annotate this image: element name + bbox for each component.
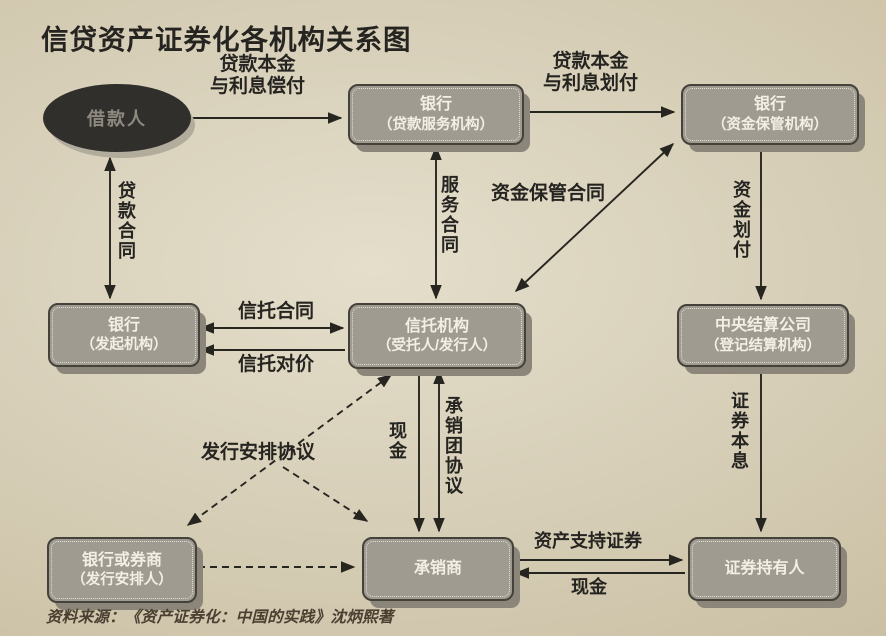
dashed-arrow-trust-arranger (186, 374, 393, 526)
node-loan-service-bank-subtitle: （贷款服务机构） (378, 116, 494, 133)
arrow-custody-contract (514, 143, 675, 292)
node-underwriter[interactable]: 承销商 (362, 537, 514, 601)
label-fund-transfer: 资金划付 (731, 180, 751, 260)
label-loan-transfer-line1: 贷款本金 (552, 51, 629, 72)
node-originator-bank-title: 银行 (107, 316, 140, 334)
label-loan-transfer: 贷款本金 与利息划付 (533, 51, 648, 96)
label-loan-transfer-line2: 与利息划付 (542, 73, 638, 95)
node-holders[interactable]: 证券持有人 (688, 537, 841, 601)
label-loan-repayment: 贷款本金 与利息偿付 (200, 54, 315, 99)
node-trust-title: 信托机构 (404, 317, 469, 335)
node-borrower-label: 借款人 (87, 109, 147, 129)
label-trust-consideration: 信托对价 (238, 354, 315, 375)
label-loan-repayment-line1: 贷款本金 (219, 54, 296, 75)
node-trust[interactable]: 信托机构 （受托人/发行人） (348, 303, 526, 369)
node-clearing-title: 中央结算公司 (714, 317, 811, 335)
node-custodian-bank[interactable]: 银行 （资金保管机构） (681, 84, 859, 145)
label-service-contract: 服务合同 (439, 175, 459, 255)
dashed-arrow-to-underwriter (282, 466, 369, 522)
node-custodian-bank-subtitle: （资金保管机构） (712, 116, 828, 133)
node-borrower[interactable]: 借款人 (43, 84, 191, 152)
node-trust-subtitle: （受托人/发行人） (376, 338, 498, 355)
label-loan-contract: 贷款合同 (116, 181, 136, 261)
node-holders-title: 证券持有人 (724, 560, 805, 578)
label-loan-repayment-line2: 与利息偿付 (209, 76, 305, 98)
node-originator-bank-subtitle: （发起机构） (80, 337, 168, 354)
label-cash-mid: 现金 (387, 421, 407, 461)
label-abs: 资产支持证券 (534, 531, 642, 551)
source-note: 资料来源：《资产证券化：中国的实践》沈炳熙著 (46, 609, 394, 626)
label-issue-arrangement: 发行安排协议 (201, 442, 316, 463)
node-arranger-subtitle: （发行安排人） (71, 572, 173, 589)
node-loan-service-bank[interactable]: 银行 （贷款服务机构） (348, 84, 524, 145)
node-clearing[interactable]: 中央结算公司 （登记结算机构） (677, 304, 849, 367)
node-custodian-bank-title: 银行 (753, 96, 786, 114)
label-custody-contract: 资金保管合同 (491, 183, 606, 204)
node-loan-service-bank-title: 银行 (419, 96, 452, 114)
label-trust-contract: 信托合同 (238, 301, 315, 322)
node-underwriter-title: 承销商 (413, 560, 462, 578)
node-arranger-title: 银行或券商 (81, 551, 162, 569)
diagram-title: 信贷资产证券化各机构关系图 (41, 24, 412, 55)
node-originator-bank[interactable]: 银行 （发起机构） (48, 303, 200, 367)
node-arranger[interactable]: 银行或券商 （发行安排人） (47, 537, 197, 603)
node-clearing-subtitle: （登记结算机构） (705, 337, 821, 354)
label-securities-pi: 证券本息 (729, 391, 749, 471)
label-cash-bottom: 现金 (571, 577, 607, 597)
label-underwriting-agreement: 承销团协议 (443, 396, 463, 496)
